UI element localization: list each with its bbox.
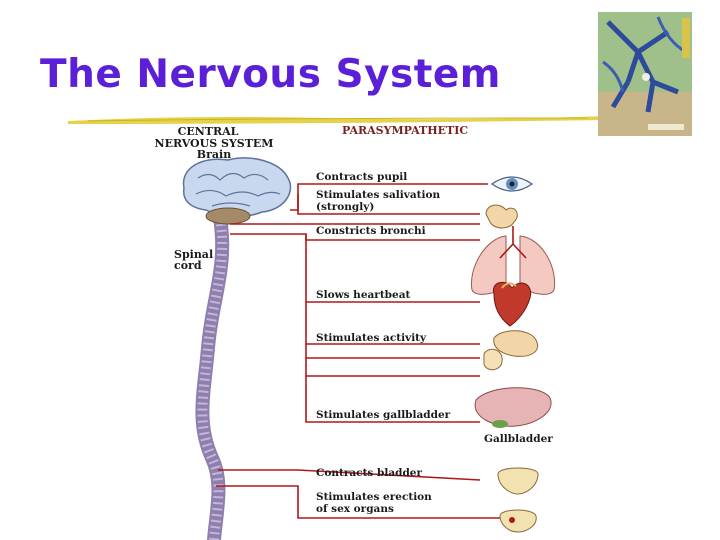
effect-constricts-bronchi: Constricts bronchi	[316, 225, 426, 237]
effect-contracts-pupil: Contracts pupil	[316, 171, 407, 183]
effect-stimulates-activity: Stimulates activity	[316, 332, 427, 344]
gallbladder-label: Gallbladder	[484, 433, 553, 445]
spinal-label-line2: cord	[174, 259, 202, 272]
bladder-icon	[497, 467, 539, 495]
nerve-pathways	[216, 183, 510, 519]
slide-title: The Nervous System	[40, 52, 501, 97]
effect-stimulates-erection-line2: of sex organs	[316, 503, 394, 515]
liver-icon	[474, 387, 552, 428]
salivary-gland-icon	[485, 204, 518, 229]
effect-slows-heartbeat: Slows heartbeat	[316, 289, 411, 301]
parasympathetic-diagram: CENTRAL NERVOUS SYSTEM Brain PARASYMPATH…	[155, 124, 556, 540]
brain-illustration	[182, 157, 292, 225]
title-underline-decoration	[68, 116, 608, 124]
effect-contracts-bladder: Contracts bladder	[316, 467, 422, 479]
heart-icon	[492, 281, 532, 327]
effect-stimulates-salivation-line2: (strongly)	[316, 201, 374, 213]
cns-header-line1: CENTRAL	[178, 125, 239, 138]
column-header: PARASYMPATHETIC	[342, 124, 468, 137]
spinal-label-line1: Spinal	[174, 248, 213, 261]
effect-stimulates-salivation: Stimulates salivation	[316, 189, 440, 201]
cns-header-line2: NERVOUS SYSTEM	[155, 137, 274, 150]
stomach-pancreas-icon	[483, 330, 538, 371]
eye-icon	[490, 176, 534, 192]
brain-label: Brain	[197, 148, 231, 161]
effect-stimulates-erection: Stimulates erection	[316, 491, 432, 503]
genitals-icon	[499, 509, 537, 533]
effect-stimulates-gallbladder: Stimulates gallbladder	[316, 409, 451, 421]
corner-tree-illustration	[598, 12, 692, 136]
